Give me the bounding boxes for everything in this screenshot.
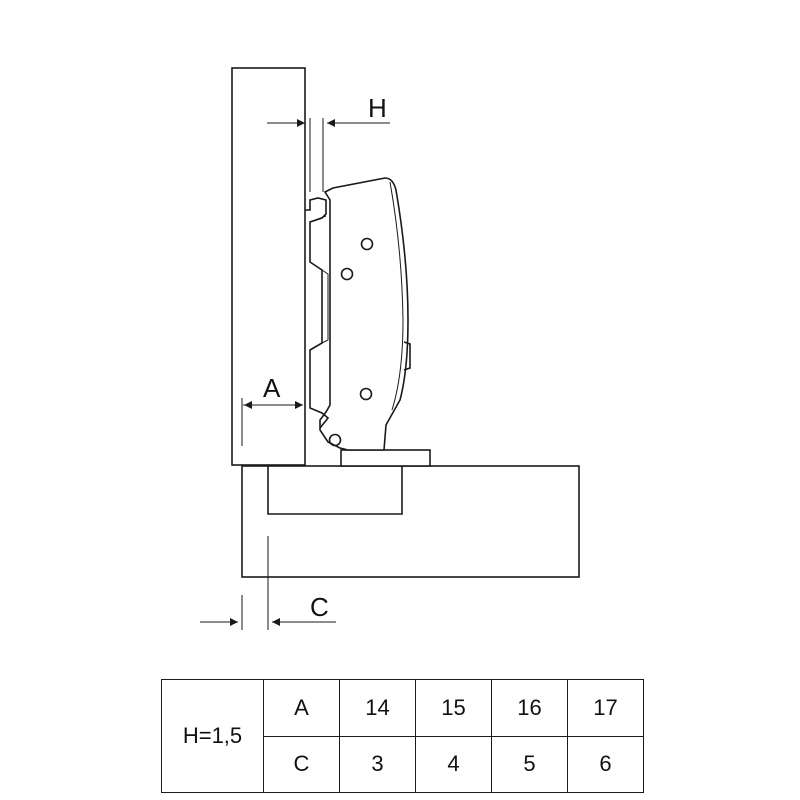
label-h: H xyxy=(368,93,387,123)
dimension-h: H xyxy=(267,93,390,192)
table-row: H=1,5 A 14 15 16 17 xyxy=(161,679,644,793)
spec-table: H=1,5 A 14 15 16 17 C 3 4 5 6 xyxy=(161,679,644,793)
table-row: C 3 4 5 6 xyxy=(162,735,644,793)
row-label-c: C xyxy=(263,735,340,793)
table-cell: 14 xyxy=(339,679,416,737)
table-cell: 16 xyxy=(491,679,568,737)
dimension-c: C xyxy=(200,536,336,630)
cabinet-side xyxy=(241,465,580,578)
dimension-a: A xyxy=(241,373,303,446)
table-cell: 4 xyxy=(415,735,492,793)
door-panel xyxy=(231,67,306,466)
table-cell: 15 xyxy=(415,679,492,737)
row-label-a: A xyxy=(263,679,340,737)
hinge-body xyxy=(305,177,431,467)
table-cell: 6 xyxy=(567,735,644,793)
label-c: C xyxy=(310,592,329,622)
table-cell: 3 xyxy=(339,735,416,793)
table-cell: 17 xyxy=(567,679,644,737)
hinge-cup-recess xyxy=(267,466,403,515)
h-value-cell: H=1,5 xyxy=(161,679,264,793)
label-a: A xyxy=(263,373,281,403)
table-cell: 5 xyxy=(491,735,568,793)
mounting-plate xyxy=(340,449,431,467)
